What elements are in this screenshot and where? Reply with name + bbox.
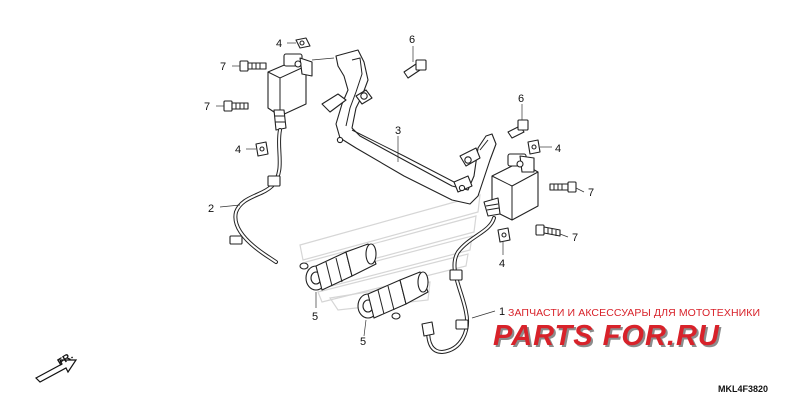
ignition-coil-left (267, 53, 313, 131)
spark-plug-cap-upper (299, 243, 377, 291)
callout-7-top-left: 7 (220, 61, 226, 73)
leader-lines (216, 42, 585, 337)
callout-1: 1 (499, 306, 505, 318)
partsfor-watermark: ЗАПЧАСТИ И АКСЕССУАРЫ ДЛЯ МОТОТЕХНИКИ PA… (493, 307, 760, 354)
spark-plug-wire-right (421, 216, 496, 354)
callout-7-bottom-right: 7 (572, 232, 578, 244)
callout-7-mid-right: 7 (588, 187, 594, 199)
bolt-6b (507, 119, 529, 139)
front-direction-indicator: FR. (35, 351, 78, 383)
callout-2: 2 (208, 203, 214, 215)
callout-4-top-left: 4 (276, 38, 282, 50)
clip-4d (497, 227, 511, 243)
spark-plug-wire-left (229, 128, 282, 264)
callout-6-top: 6 (409, 34, 415, 46)
callout-7-mid-left: 7 (204, 101, 210, 113)
bolt-6a (403, 59, 427, 79)
ignition-coil-right (483, 153, 539, 221)
spark-plug-cap-lower (357, 271, 429, 320)
watermark-brand-shadow: PARTS FOR.RU (495, 322, 722, 354)
callout-4-mid-left: 4 (235, 144, 241, 156)
callout-5-upper: 5 (312, 311, 318, 323)
bolt-7d (535, 224, 561, 237)
watermark-brand: PARTS FOR.RU (493, 320, 720, 352)
callouts: 1 2 3 4 4 4 4 5 5 6 6 7 7 7 7 (204, 34, 594, 348)
callout-3: 3 (395, 125, 401, 137)
clip-4c (527, 139, 541, 155)
callout-4-mid-right: 4 (555, 143, 561, 155)
bolt-7a (239, 60, 267, 72)
bolt-7c (549, 181, 577, 193)
clip-4b (255, 141, 269, 157)
callout-4-bottom-right: 4 (499, 258, 505, 270)
diagram-code: MKL4F3820 (718, 384, 768, 394)
clip-4a (295, 37, 311, 49)
watermark-subtitle: ЗАПЧАСТИ И АКСЕССУАРЫ ДЛЯ МОТОТЕХНИКИ (508, 307, 760, 319)
front-arrow-icon (35, 359, 78, 383)
coil-bracket (321, 49, 497, 205)
callout-5-lower: 5 (360, 336, 366, 348)
bolt-7b (223, 100, 249, 112)
callout-6-right: 6 (518, 93, 524, 105)
